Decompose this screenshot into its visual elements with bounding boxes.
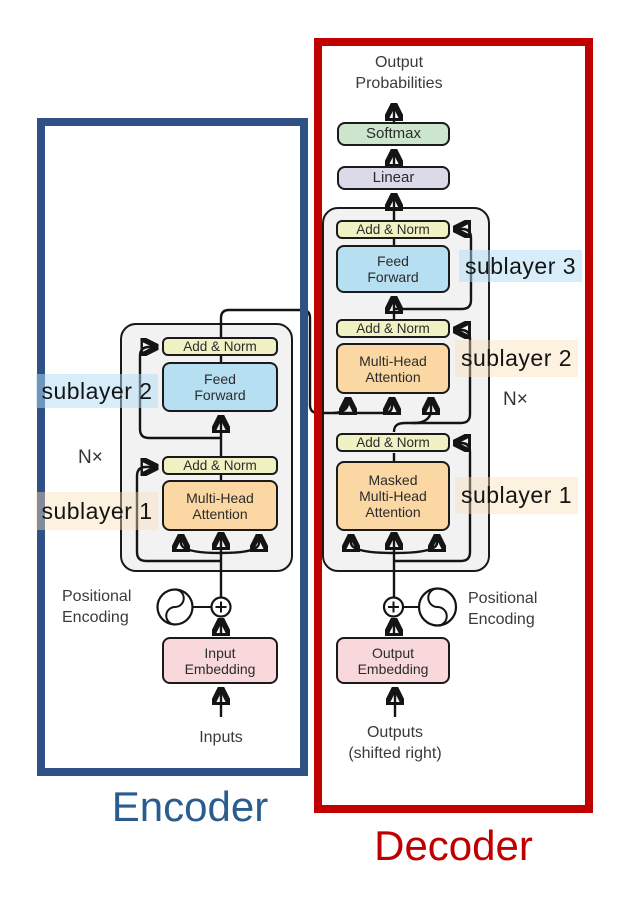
encoder-add-norm-2-box: Add & Norm: [162, 337, 278, 356]
decoder-add-norm-3-box: Add & Norm: [336, 220, 450, 239]
decoder-title: Decoder: [374, 822, 533, 869]
decoder-sublayer1-highlight: sublayer 1: [455, 477, 578, 514]
decoder-multi-head-attention-box: Multi-Head Attention: [336, 343, 450, 394]
inputs-label: Inputs: [199, 729, 243, 746]
outputs-label: Outputs (shifted right): [348, 724, 442, 762]
output-embedding-box: Output Embedding: [336, 637, 450, 684]
decoder-nx-label: N×: [503, 389, 528, 410]
decoder-positional-symbols: [382, 587, 458, 627]
decoder-frame: [314, 38, 593, 813]
decoder-positional-encoding-label: Positional Encoding: [468, 590, 538, 628]
encoder-sublayer1-highlight: sublayer 1: [36, 492, 158, 530]
encoder-frame: [37, 118, 308, 776]
encoder-positional-encoding-label: Positional Encoding: [62, 588, 132, 626]
encoder-multi-head-attention-box: Multi-Head Attention: [162, 480, 278, 531]
encoder-add-norm-1-box: Add & Norm: [162, 456, 278, 475]
output-probabilities-label: Output Probabilities: [355, 54, 443, 92]
encoder-nx-label: N×: [78, 447, 103, 468]
encoder-title: Encoder: [111, 783, 269, 830]
decoder-sublayer3-highlight: sublayer 3: [459, 250, 582, 282]
masked-multi-head-attention-box: Masked Multi-Head Attention: [336, 461, 450, 531]
encoder-positional-symbols: [156, 588, 232, 626]
decoder-feed-forward-box: Feed Forward: [336, 245, 450, 293]
decoder-add-norm-1-box: Add & Norm: [336, 433, 450, 452]
decoder-sublayer2-highlight: sublayer 2: [455, 340, 578, 377]
encoder-feed-forward-box: Feed Forward: [162, 362, 278, 412]
decoder-wires: [351, 105, 473, 717]
encoder-sublayer2-highlight: sublayer 2: [36, 374, 158, 408]
softmax-box: Softmax: [337, 122, 450, 146]
decoder-add-norm-2-box: Add & Norm: [336, 319, 450, 338]
linear-box: Linear: [337, 166, 450, 190]
input-embedding-box: Input Embedding: [162, 637, 278, 684]
encoder-wires: [135, 308, 392, 717]
